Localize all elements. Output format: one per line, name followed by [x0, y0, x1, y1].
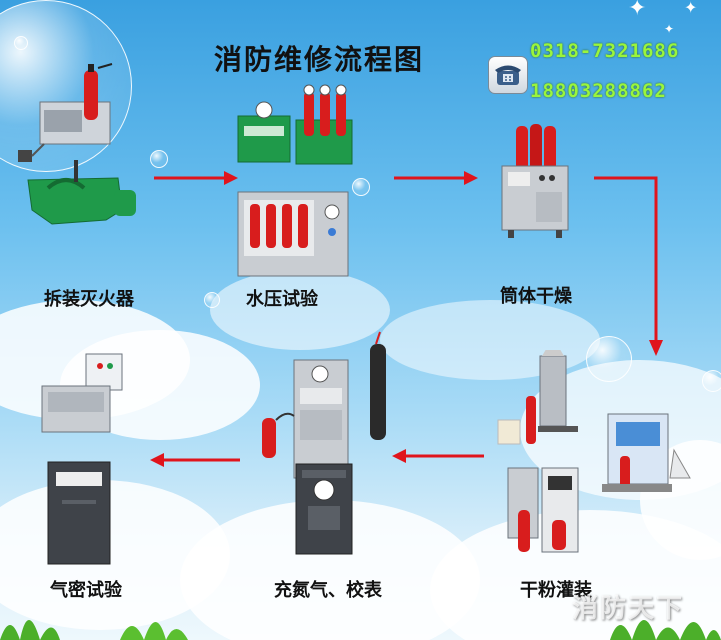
step-label-leak-test: 气密试验: [50, 580, 122, 601]
bubble: [702, 370, 721, 392]
step-label-hydro-test: 水压试验: [246, 289, 318, 310]
bubble: [586, 336, 632, 382]
disassembly-machine-image: [14, 60, 144, 250]
cylinder-dryer-image: [496, 120, 576, 240]
sparkle-icon: ✦: [664, 22, 675, 36]
bubble: [204, 292, 220, 308]
arrow-dry-to-powder: [594, 176, 663, 356]
telephone-icon: [488, 56, 528, 94]
arrow-hydro-to-dry: [394, 171, 478, 185]
arrow-disassemble-to-hydro: [154, 171, 238, 185]
sparkle-icon: ✦: [684, 0, 698, 17]
step-label-cylinder-dry: 筒体干燥: [500, 286, 572, 307]
watermark: 消防天下: [572, 594, 685, 624]
sparkle-icon: ✦: [628, 0, 647, 21]
step-label-disassemble: 拆装灭火器: [44, 289, 134, 310]
nitrogen-charging-machine-image: [256, 330, 406, 570]
cloud: [210, 270, 390, 350]
powder-filling-machine-image: [494, 346, 704, 570]
mobile-number[interactable]: 18803288862: [530, 80, 667, 102]
hydro-test-machine-image: [232, 80, 362, 280]
leak-test-machine-image: [38, 350, 138, 570]
page-title: 消防维修流程图: [214, 43, 425, 76]
bubble: [352, 178, 370, 196]
landline-number[interactable]: 0318-7321686: [530, 40, 680, 62]
bubble: [14, 36, 28, 50]
bubble: [150, 150, 168, 168]
arrow-powder-to-nitrogen: [392, 449, 484, 463]
step-label-powder-fill: 干粉灌装: [520, 580, 592, 601]
grass-decoration: [0, 620, 721, 640]
step-label-nitrogen-fill: 充氮气、校表: [274, 580, 382, 601]
arrow-nitrogen-to-leak: [150, 453, 240, 467]
